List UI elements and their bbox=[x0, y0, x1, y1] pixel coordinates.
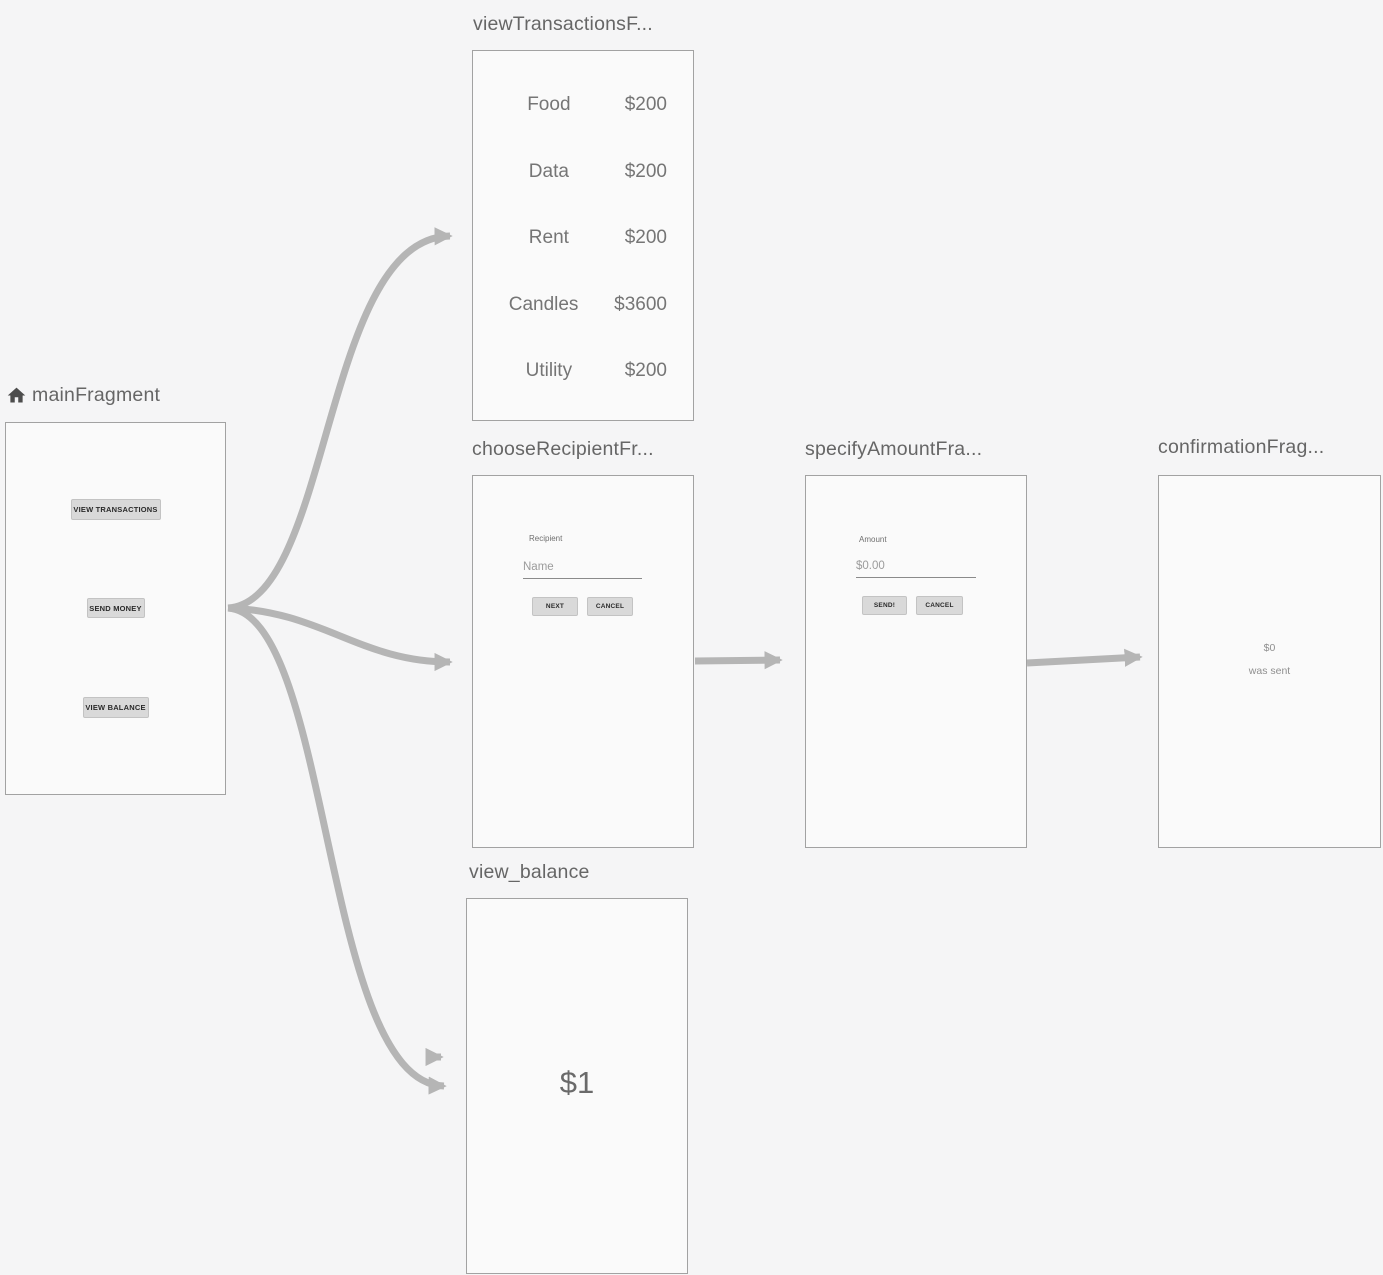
recipient-name-input[interactable]: Name bbox=[523, 561, 642, 579]
confirmation-message: was sent bbox=[1248, 665, 1291, 677]
fragment-specify-amount-title-label: specifyAmountFra... bbox=[805, 438, 983, 460]
cancel-button[interactable]: CANCEL bbox=[587, 597, 633, 616]
confirmation-amount: $0 bbox=[1263, 642, 1276, 654]
amount-input[interactable]: $0.00 bbox=[856, 560, 976, 578]
transaction-row: Rent $200 bbox=[473, 205, 693, 272]
fragment-specify-amount-title: specifyAmountFra... bbox=[805, 438, 982, 461]
next-button[interactable]: NEXT bbox=[532, 597, 578, 616]
fragment-view-balance-panel[interactable]: $1 bbox=[466, 898, 688, 1274]
fragment-view-transactions-panel[interactable]: Food $200 Data $200 Rent $200 Candles $3… bbox=[472, 50, 694, 421]
amount-field-label: Amount bbox=[859, 535, 887, 544]
home-icon bbox=[7, 387, 26, 403]
balance-value: $1 bbox=[559, 1065, 595, 1100]
fragment-main-title-label: mainFragment bbox=[32, 384, 161, 406]
transaction-label: Food bbox=[527, 94, 571, 116]
transactions-list: Food $200 Data $200 Rent $200 Candles $3… bbox=[473, 51, 693, 405]
fragment-view-balance-title: view_balance bbox=[469, 861, 590, 884]
transaction-row: Candles $3600 bbox=[473, 272, 693, 339]
transaction-amount: $200 bbox=[624, 94, 667, 116]
transaction-amount: $3600 bbox=[614, 293, 667, 315]
fragment-choose-recipient-title-label: chooseRecipientFr... bbox=[472, 438, 654, 460]
fragment-confirmation-title: confirmationFrag... bbox=[1158, 436, 1324, 459]
fragment-confirmation-panel[interactable]: $0 was sent bbox=[1158, 475, 1381, 848]
fragment-choose-recipient-panel[interactable]: Recipient Name NEXT CANCEL bbox=[472, 475, 694, 848]
send-money-button[interactable]: SEND MONEY bbox=[86, 598, 145, 618]
fragment-main-title: mainFragment bbox=[6, 384, 160, 407]
transaction-amount: $200 bbox=[624, 360, 667, 382]
fragment-confirmation-title-label: confirmationFrag... bbox=[1158, 436, 1325, 458]
action-main-to-view-transactions[interactable] bbox=[227, 227, 453, 612]
transaction-label: Utility bbox=[525, 360, 573, 382]
recipient-field-label: Recipient bbox=[529, 534, 563, 543]
transaction-amount: $200 bbox=[624, 160, 667, 182]
action-main-to-view-balance[interactable] bbox=[227, 604, 447, 1095]
view-balance-button[interactable]: VIEW BALANCE bbox=[82, 697, 149, 718]
transaction-row: Food $200 bbox=[473, 72, 693, 139]
fragment-main-panel[interactable]: VIEW TRANSACTIONS SEND MONEY VIEW BALANC… bbox=[5, 422, 226, 795]
transaction-row: Data $200 bbox=[473, 139, 693, 206]
action-main-to-choose-recipient[interactable] bbox=[227, 604, 453, 672]
fragment-choose-recipient-title: chooseRecipientFr... bbox=[472, 438, 654, 461]
transaction-amount: $200 bbox=[624, 227, 667, 249]
fragment-view-transactions-title-label: viewTransactionsF... bbox=[473, 13, 653, 35]
transaction-row: Utility $200 bbox=[473, 338, 693, 405]
transaction-label: Data bbox=[528, 160, 569, 182]
confirmation-text-block: $0 was sent bbox=[1159, 642, 1380, 677]
view-transactions-button[interactable]: VIEW TRANSACTIONS bbox=[70, 499, 161, 520]
action-choose-recipient-to-specify-amount[interactable] bbox=[694, 651, 783, 670]
fragment-view-transactions-title: viewTransactionsF... bbox=[473, 13, 653, 36]
action-specify-amount-to-confirmation[interactable] bbox=[1026, 648, 1143, 667]
fragment-specify-amount-panel[interactable]: Amount $0.00 SEND! CANCEL bbox=[805, 475, 1027, 848]
cancel-button[interactable]: CANCEL bbox=[916, 596, 963, 615]
transaction-label: Candles bbox=[508, 293, 579, 315]
transaction-label: Rent bbox=[528, 227, 569, 249]
send-button[interactable]: SEND! bbox=[862, 596, 907, 615]
fragment-view-balance-title-label: view_balance bbox=[469, 861, 590, 883]
